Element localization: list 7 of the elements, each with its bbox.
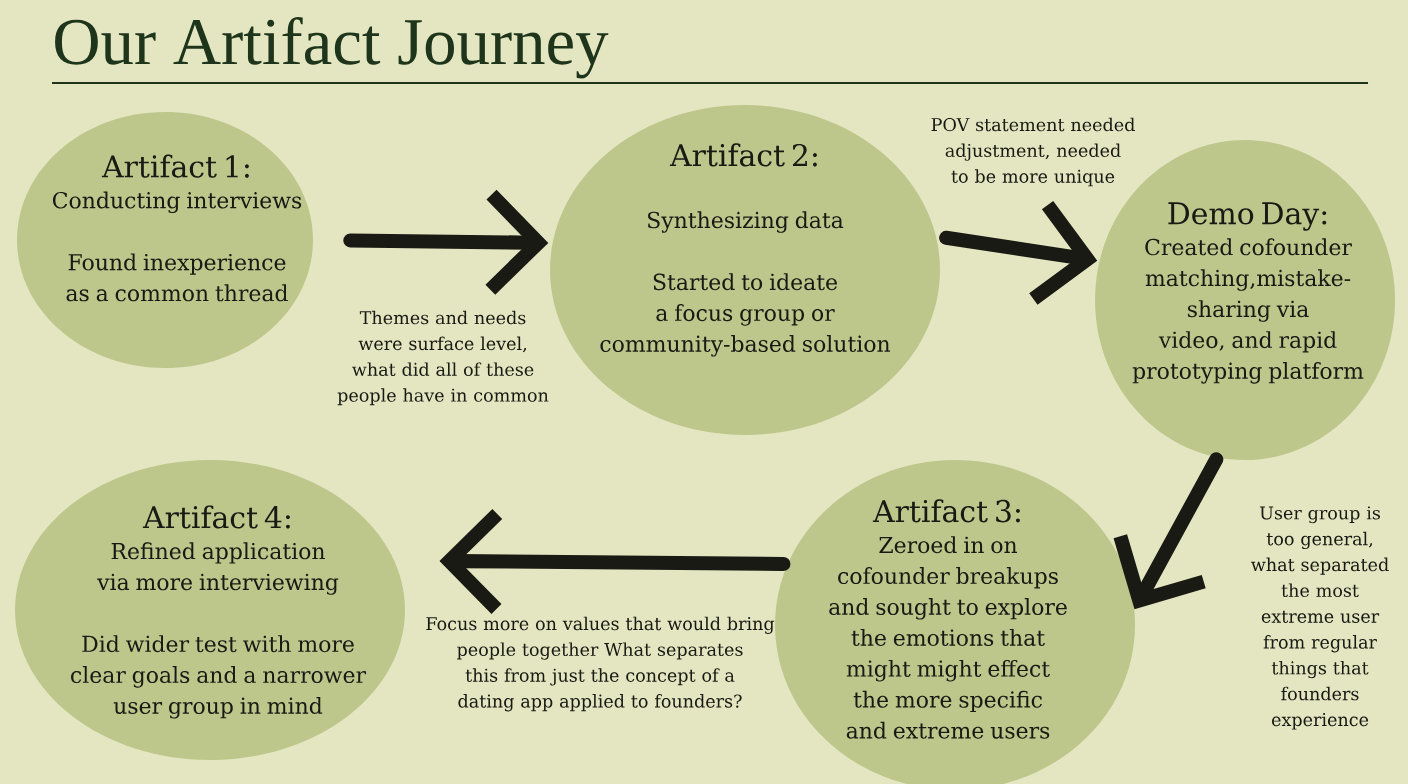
- edge-label: User group is too general, what separated the most extreme user from regular things that founders experience: [1251, 506, 1389, 730]
- arrow: [439, 508, 791, 614]
- circle-node: Artifact 4: Refined application via more interviewing Did wider test with more clear goals and a narrower user group in mind: [15, 460, 405, 760]
- edge-label: Themes and needs were surface level, what did all of these people have in common: [337, 310, 549, 406]
- edge-label: Focus more on values that would bring people together What separates this from just the concept of a dating app applied to founders?: [426, 616, 775, 712]
- circle-node: Artifact 1: Conducting interviews Found inexperience as a common thread: [17, 112, 313, 368]
- title: Our Artifact Journey: [55, 17, 609, 79]
